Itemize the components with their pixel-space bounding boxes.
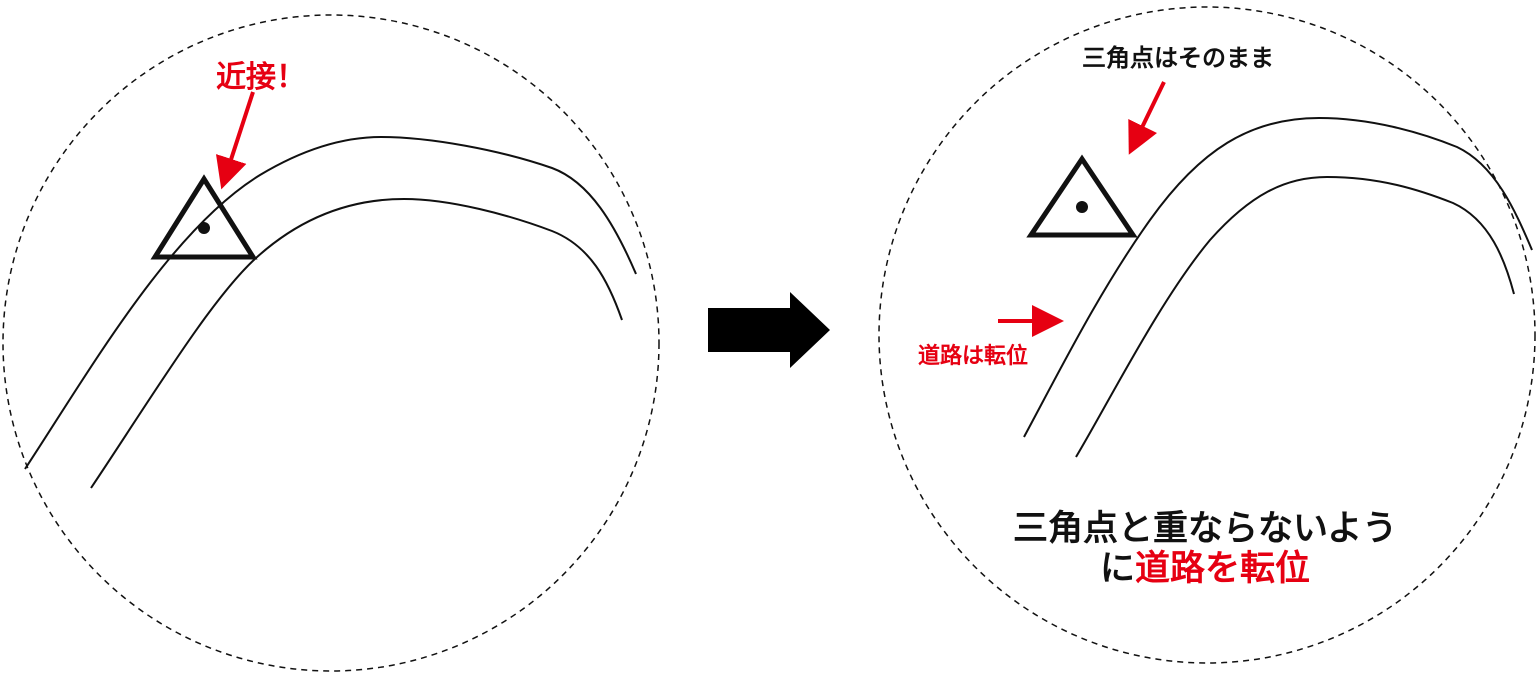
- proximity-label: 近接！: [216, 60, 306, 95]
- caption-line-2: に道路を転位: [1013, 540, 1397, 591]
- after-road-inner-edge: [1075, 175, 1515, 458]
- after-triangulation-point-dot: [1076, 201, 1088, 213]
- before-triangulation-point-icon: [150, 174, 258, 260]
- caption-line-1: 三角点と重ならないよう: [1013, 509, 1398, 549]
- after-scope-circle: [878, 6, 1536, 664]
- before-triangulation-point-dot: [198, 222, 210, 234]
- before-road-inner-edge: [90, 197, 623, 489]
- after-triangle-arrow-icon: [1128, 81, 1166, 155]
- before-proximity-arrow-icon: [215, 91, 255, 190]
- caption-line-2-prefix: に: [1099, 549, 1135, 589]
- caption-line-2-highlight: 道路を転位: [1135, 549, 1311, 589]
- before-scope-circle: [2, 14, 660, 672]
- road-shift-label: 道路は転位: [918, 344, 1029, 369]
- before-road-outer-edge: [24, 135, 637, 470]
- after-road-outer-edge: [1023, 116, 1533, 438]
- transition-arrow-icon: [708, 292, 830, 368]
- after-triangulation-point-icon: [1026, 154, 1138, 238]
- triangle-unchanged-label: 三角点はそのまま: [1082, 44, 1274, 72]
